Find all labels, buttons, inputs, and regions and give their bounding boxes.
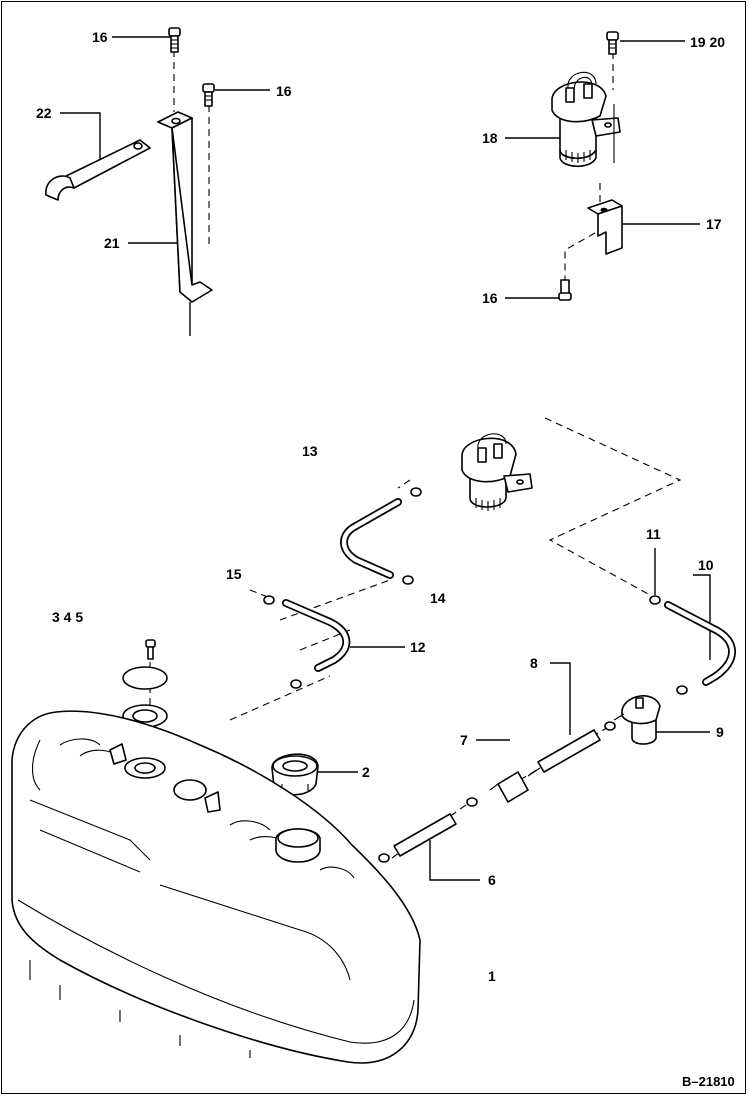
callout-22: 22 — [36, 105, 52, 121]
callout-labels: 16 16 19 20 22 21 18 17 16 13 11 10 15 1… — [36, 29, 735, 1089]
hose-6 — [378, 813, 457, 863]
callout-7: 7 — [460, 732, 468, 748]
callout-6: 6 — [488, 872, 496, 888]
callout-8: 8 — [530, 655, 538, 671]
callout-16-mid-right: 16 — [482, 290, 498, 306]
callout-3-4-5: 3 4 5 — [52, 609, 83, 625]
leader-lines — [60, 36, 711, 881]
callout-12: 12 — [410, 639, 426, 655]
callout-14: 14 — [430, 590, 446, 606]
hose-10 — [649, 595, 736, 695]
fuel-pump-13 — [461, 433, 533, 511]
callout-19-20: 19 20 — [690, 34, 725, 50]
callout-1: 1 — [488, 968, 496, 984]
bolt-16-top-mid — [202, 83, 215, 107]
fuel-pump-18 — [551, 71, 621, 168]
callout-16-top-left: 16 — [92, 29, 108, 45]
callout-16-top-mid: 16 — [276, 83, 292, 99]
hose-12 — [263, 595, 351, 689]
callout-15: 15 — [226, 566, 242, 582]
fuel-cap-2 — [271, 753, 319, 796]
callout-13: 13 — [302, 443, 318, 459]
dashed-assembly-lines — [149, 50, 682, 859]
inline-filter-7 — [466, 767, 541, 807]
bolt-16-top-left — [168, 27, 181, 53]
bracket-21 — [157, 111, 213, 336]
filter-9 — [604, 695, 661, 745]
callout-2: 2 — [362, 764, 370, 780]
hose-14 — [340, 487, 422, 585]
bolt-16-mid-right — [558, 279, 572, 301]
fuel-tank-1 — [11, 710, 421, 1064]
callout-11: 11 — [646, 526, 661, 542]
callout-10: 10 — [698, 557, 714, 573]
figure-reference: B–21810 — [682, 1074, 735, 1089]
sender-3-4-5 — [122, 639, 168, 728]
bracket-17 — [587, 199, 623, 255]
bolt-19-20 — [606, 31, 619, 55]
callout-21: 21 — [104, 235, 120, 251]
callout-17: 17 — [706, 216, 722, 232]
hose-8 — [537, 729, 601, 773]
clamp-22 — [45, 139, 151, 201]
callout-9: 9 — [716, 724, 724, 740]
callout-18: 18 — [482, 130, 498, 146]
